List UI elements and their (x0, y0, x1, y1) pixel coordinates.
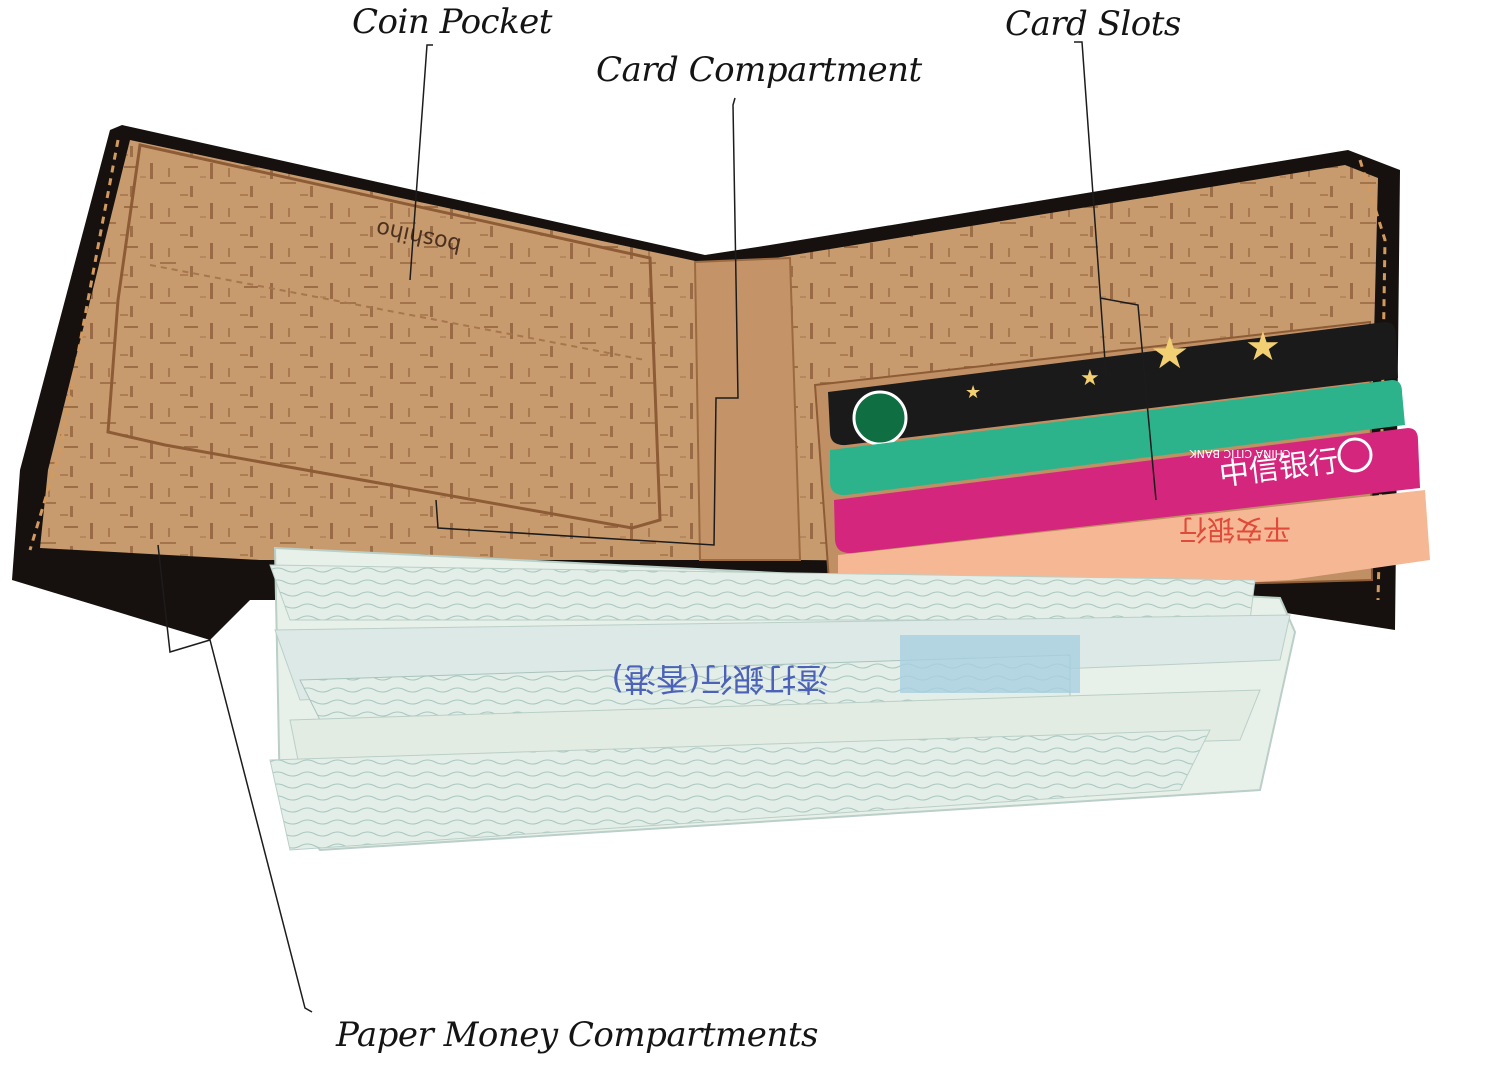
banknote (289, 689, 1261, 771)
card-compartment-pocket (693, 256, 802, 561)
card-citic-bank: 中信银行 CHINA CITIC BANK (834, 428, 1420, 554)
card-black-stars: ★ ★ ★ ★ (828, 322, 1398, 446)
citic-bank-english: CHINA CITIC BANK (1189, 447, 1291, 460)
starbucks-logo (852, 390, 908, 446)
coin-pocket-stitch (149, 264, 646, 361)
banknote-portrait-area (900, 635, 1080, 693)
paper-money-label: Paper Money Compartments (336, 1015, 818, 1055)
card-compartment-leader (435, 97, 739, 546)
right-stitching (1358, 159, 1387, 601)
star-glyph: ★ (1080, 366, 1100, 391)
star-glyph: ★ (1245, 324, 1281, 370)
card-slots-leader (1074, 41, 1107, 376)
star-glyph: ★ (965, 382, 981, 403)
star-glyph: ★ (1150, 328, 1189, 379)
pingan-bank-name: 平安银行 (1179, 513, 1291, 546)
card-compartment-label: Card Compartment (596, 50, 922, 90)
paper-money-leader (157, 544, 313, 1013)
card-slots-label: Card Slots (1005, 4, 1181, 44)
banknote-stack: 渣打銀行(香港) (269, 546, 1297, 852)
coin-pocket-label: Coin Pocket (352, 2, 552, 42)
coin-pocket-leader (409, 44, 433, 281)
card-slots-leader-2 (1099, 297, 1157, 501)
left-stitching (28, 139, 120, 551)
banknote (269, 729, 1211, 851)
coin-pocket-flap (106, 143, 662, 530)
card-teal (830, 380, 1405, 496)
leader-lines (157, 41, 1157, 1013)
banknote-text: 渣打銀行(香港) (612, 660, 829, 698)
